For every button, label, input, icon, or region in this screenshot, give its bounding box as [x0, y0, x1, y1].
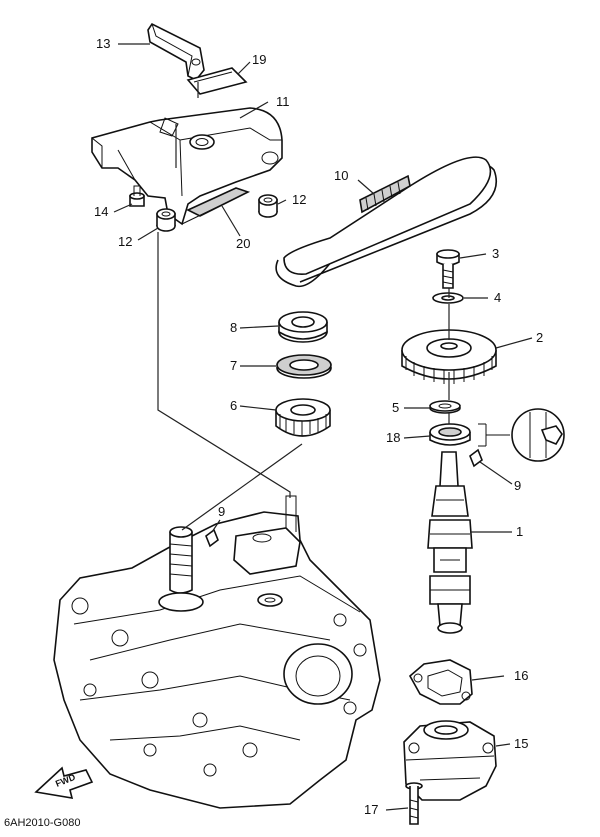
- callout-16: 16: [514, 668, 528, 683]
- callout-18: 18: [386, 430, 400, 445]
- callout-3: 3: [492, 246, 499, 261]
- callout-13: 13: [96, 36, 110, 51]
- callout-7: 7: [230, 358, 237, 373]
- nut-part-8: [278, 311, 328, 343]
- bolt-part-3: [436, 249, 460, 289]
- assembly-centerlines: [157, 82, 450, 531]
- callout-8: 8: [230, 320, 237, 335]
- callout-leaders: [113, 43, 533, 811]
- pin-part-9-left: [205, 528, 219, 548]
- callout-17: 17: [364, 802, 378, 817]
- callout-9-right: 9: [514, 478, 521, 493]
- callout-12-left: 12: [118, 234, 132, 249]
- grommet-part-12-right: [258, 194, 278, 218]
- flywheel-cover-part-11: [91, 107, 283, 226]
- screw-part-14: [129, 185, 145, 207]
- drive-sprocket-part-6: [275, 398, 331, 437]
- callout-12-right: 12: [292, 192, 306, 207]
- grommet-part-12-left: [156, 208, 176, 232]
- handle-part-13: [147, 22, 205, 82]
- cover-seal-part-20: [181, 187, 251, 225]
- diagram-code: 6AH2010-G080: [4, 817, 80, 829]
- callout-14: 14: [94, 204, 108, 219]
- callout-4: 4: [494, 290, 501, 305]
- camshaft-part-1: [427, 451, 473, 634]
- callout-10: 10: [334, 168, 348, 183]
- oil-pump-part-15: [403, 720, 497, 801]
- timing-belt-part-10: [275, 156, 498, 288]
- callout-15: 15: [514, 736, 528, 751]
- callout-20: 20: [236, 236, 250, 251]
- fwd-arrow-icon: FWD: [34, 766, 94, 799]
- washer-part-5: [429, 400, 461, 414]
- engine-block: [53, 495, 381, 809]
- callout-1: 1: [516, 524, 523, 539]
- callout-6: 6: [230, 398, 237, 413]
- callout-11: 11: [276, 94, 290, 109]
- washer-part-7: [276, 354, 332, 379]
- washer-part-4: [432, 292, 464, 304]
- callout-2: 2: [536, 330, 543, 345]
- pin-part-9-right: [469, 448, 483, 468]
- label-plate-part-19: [186, 67, 248, 95]
- callout-5: 5: [392, 400, 399, 415]
- bolt-part-17: [405, 782, 423, 825]
- oil-seal-part-18: [429, 423, 471, 446]
- camshaft-sprocket-part-2: [401, 329, 497, 384]
- callout-labels: 1 2 3 4 5 6 7 8 9 9 10 11 12 12 13 14 15…: [94, 36, 543, 817]
- seal-detail-inset: [478, 408, 565, 462]
- callout-19: 19: [252, 52, 266, 67]
- gasket-part-16: [408, 659, 473, 705]
- callout-9-left: 9: [218, 504, 225, 519]
